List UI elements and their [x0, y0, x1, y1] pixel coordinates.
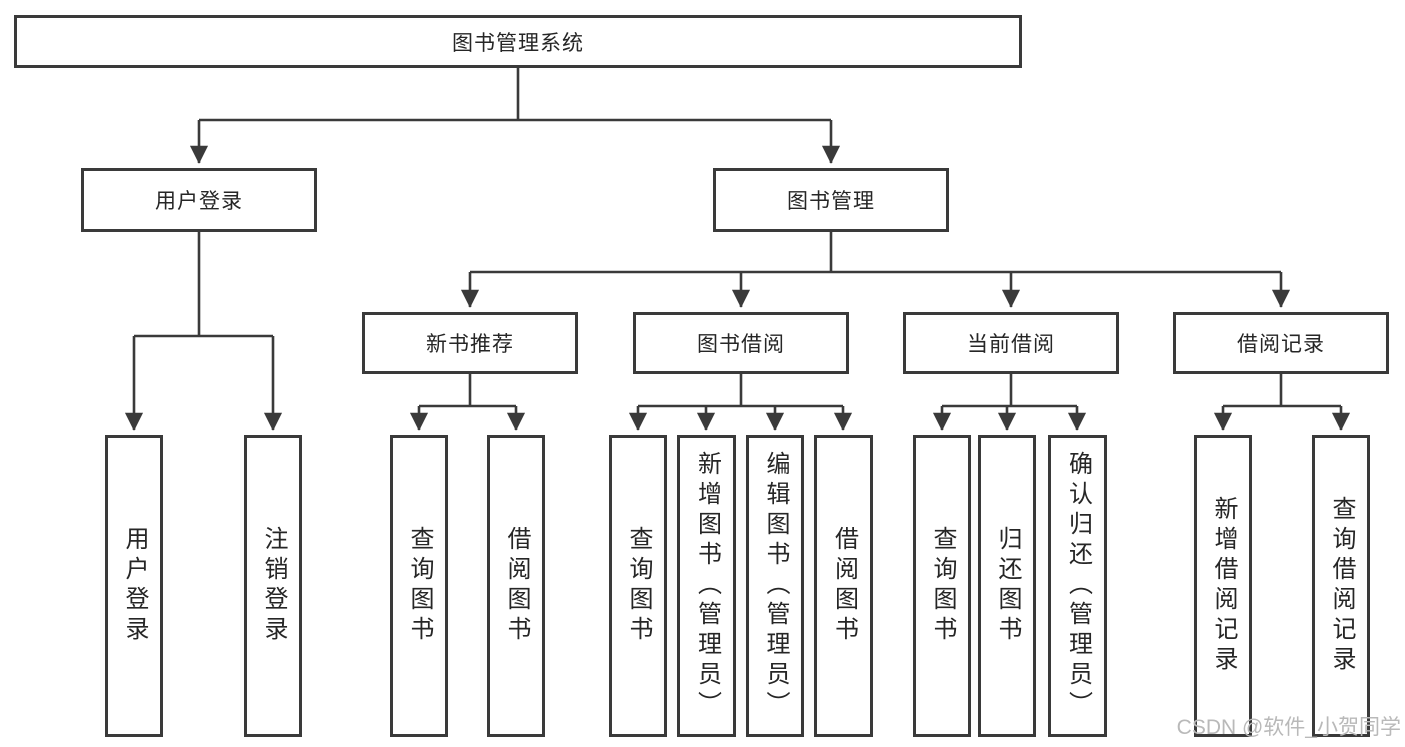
leaf-recommend-borrow-books-label: 借阅图书 [503, 526, 530, 646]
leaf-borrow-books: 借阅图书 [814, 435, 873, 737]
leaf-recommend-query-books: 查询图书 [390, 435, 448, 737]
new-book-recommend-label: 新书推荐 [426, 333, 514, 356]
node-book-borrow: 图书借阅 [633, 312, 849, 374]
leaf-return-book: 归还图书 [978, 435, 1036, 737]
leaf-logout-label: 注销登录 [260, 526, 287, 646]
node-user-login-branch: 用户登录 [81, 168, 317, 232]
leaf-confirm-return-admin: 确认归还（管理员） [1048, 435, 1107, 737]
leaf-logout: 注销登录 [244, 435, 302, 737]
leaf-add-book-admin: 新增图书（管理员） [677, 435, 736, 737]
current-borrow-label: 当前借阅 [967, 333, 1055, 356]
leaf-query-borrow-record: 查询借阅记录 [1312, 435, 1370, 737]
leaf-confirm-return-admin-label: 确认归还（管理员） [1064, 451, 1092, 721]
leaf-edit-book-admin-label: 编辑图书（管理员） [762, 451, 789, 721]
csdn-watermark: CSDN @软件_小贺同学 [1176, 716, 1401, 739]
root-label: 图书管理系统 [452, 31, 584, 55]
node-root: 图书管理系统 [14, 15, 1022, 68]
leaf-borrow-books-label: 借阅图书 [830, 526, 858, 646]
leaf-user-login: 用户登录 [105, 435, 163, 737]
leaf-return-book-label: 归还图书 [994, 526, 1021, 646]
borrow-record-label: 借阅记录 [1237, 333, 1325, 356]
leaf-add-book-admin-label: 新增图书（管理员） [693, 451, 721, 721]
user-login-branch-label: 用户登录 [155, 190, 243, 213]
leaf-query-borrow-record-label: 查询借阅记录 [1328, 496, 1355, 676]
book-management-branch-label: 图书管理 [787, 190, 875, 213]
node-borrow-record: 借阅记录 [1173, 312, 1389, 374]
leaf-borrow-query-books-label: 查询图书 [625, 526, 652, 646]
leaf-current-query-books-label: 查询图书 [929, 526, 956, 646]
book-borrow-label: 图书借阅 [697, 333, 785, 356]
leaf-borrow-query-books: 查询图书 [609, 435, 667, 737]
node-new-book-recommend: 新书推荐 [362, 312, 578, 374]
leaf-add-borrow-record-label: 新增借阅记录 [1210, 496, 1237, 676]
leaf-recommend-borrow-books: 借阅图书 [487, 435, 545, 737]
node-current-borrow: 当前借阅 [903, 312, 1119, 374]
node-book-management-branch: 图书管理 [713, 168, 949, 232]
leaf-add-borrow-record: 新增借阅记录 [1194, 435, 1252, 737]
leaf-recommend-query-books-label: 查询图书 [406, 526, 433, 646]
leaf-current-query-books: 查询图书 [913, 435, 971, 737]
leaf-edit-book-admin: 编辑图书（管理员） [746, 435, 804, 737]
leaf-user-login-label: 用户登录 [121, 526, 148, 646]
